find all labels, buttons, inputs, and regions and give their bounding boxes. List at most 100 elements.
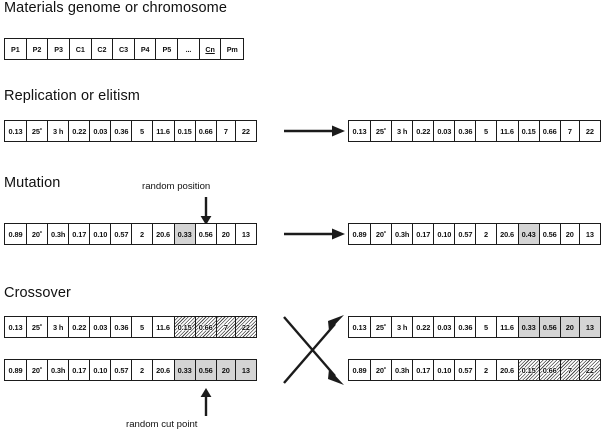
gene-cell: 2: [132, 360, 153, 380]
gene-cell-value: 0.66: [542, 365, 557, 375]
gene-cell: 0.10: [434, 224, 456, 244]
gene-cell: 0.66: [539, 360, 561, 380]
gene-cell: 0.3h: [48, 360, 70, 380]
gene-cell-value: 0.3h: [50, 365, 66, 375]
gene-cell: 25˚: [371, 317, 393, 337]
gene-cell: 0.56: [195, 360, 217, 380]
gene-cell: 0.3h: [48, 224, 70, 244]
random-position-arrow-icon: [199, 197, 213, 225]
gene-cell-value: 0.22: [416, 322, 431, 332]
gene-cell-value: 11.6: [156, 322, 170, 332]
gene-cell: 0.17: [413, 360, 435, 380]
gene-cell-value: 0.36: [458, 126, 473, 136]
replication-arrow-icon: [284, 124, 346, 138]
gene-cell-value: 0.03: [437, 126, 452, 136]
gene-cell-value: 0.15: [177, 322, 192, 332]
gene-cell: ...: [178, 39, 200, 59]
gene-cell: 0.3h: [392, 224, 414, 244]
gene-cell-value: 0.57: [114, 229, 129, 239]
gene-cell: 0.33: [174, 224, 196, 244]
gene-cell-value: 0.13: [352, 322, 367, 332]
gene-cell: 0.56: [539, 317, 561, 337]
gene-cell: 0.10: [90, 360, 112, 380]
gene-cell: 0.15: [174, 317, 196, 337]
gene-cell: 11.6: [152, 317, 175, 337]
gene-cell: 0.10: [90, 224, 112, 244]
gene-cell-value: C1: [75, 44, 85, 54]
gene-cell-value: 20˚: [375, 229, 387, 239]
gene-cell-value: 20˚: [31, 229, 43, 239]
gene-cell-value: 3 h: [396, 322, 408, 332]
gene-cell-value: 11.6: [156, 126, 170, 136]
gene-cell-value: 0.17: [72, 365, 87, 375]
gene-cell: 0.15: [174, 121, 196, 141]
gene-cell-value: 0.15: [177, 126, 192, 136]
gene-cell-value: 0.36: [114, 322, 129, 332]
gene-cell-value: 0.13: [8, 126, 23, 136]
gene-cell-value: 0.56: [198, 365, 213, 375]
gene-cell-value: 0.36: [114, 126, 129, 136]
gene-cell: 0.22: [69, 121, 91, 141]
gene-cell: 0.13: [5, 121, 28, 141]
gene-cell-value: 3 h: [52, 322, 64, 332]
gene-cell: 0.36: [111, 121, 133, 141]
gene-cell-value: 13: [241, 229, 250, 239]
gene-cell: 0.13: [349, 121, 372, 141]
gene-cell-value: Cn: [205, 44, 215, 54]
section-title-materials: Materials genome or chromosome: [4, 0, 228, 16]
gene-cell-value: 0.22: [416, 126, 431, 136]
gene-cell-value: 7: [567, 365, 572, 375]
gene-cell: 20: [216, 360, 236, 380]
gene-cell: 0.36: [455, 121, 477, 141]
gene-cell-value: 0.13: [352, 126, 367, 136]
gene-cell-value: 0.10: [437, 229, 452, 239]
gene-cell: 0.89: [349, 360, 372, 380]
gene-cell-value: 0.66: [198, 322, 213, 332]
gene-cell-value: 20˚: [375, 365, 387, 375]
gene-cell-value: 0.36: [458, 322, 473, 332]
gene-cell-value: P5: [162, 44, 172, 54]
random-position-label: random position: [142, 181, 211, 192]
gene-cell-value: 25˚: [375, 126, 387, 136]
gene-cell-value: 0.03: [437, 322, 452, 332]
gene-cell: 5: [132, 317, 153, 337]
gene-cell: 20.6: [152, 360, 175, 380]
gene-cell: 0.89: [5, 360, 28, 380]
gene-cell-value: 0.15: [521, 126, 536, 136]
gene-cell-value: 3 h: [52, 126, 64, 136]
gene-cell-value: 0.13: [8, 322, 23, 332]
gene-cell-value: 5: [139, 322, 144, 332]
gene-cell: 0.57: [111, 224, 133, 244]
gene-cell-value: 0.3h: [394, 365, 410, 375]
gene-cell: 0.03: [90, 121, 112, 141]
gene-cell-value: ...: [185, 44, 192, 54]
gene-cell: 0.66: [195, 317, 217, 337]
gene-cell: 20.6: [152, 224, 175, 244]
gene-cell: 3 h: [392, 317, 414, 337]
gene-cell-value: 20: [565, 229, 574, 239]
gene-cell: 0.89: [349, 224, 372, 244]
section-title-replication: Replication or elitism: [4, 88, 140, 104]
gene-cell: 7: [560, 121, 580, 141]
gene-cell-value: C2: [97, 44, 107, 54]
gene-cell-value: 0.33: [177, 229, 192, 239]
gene-cell: Pm: [221, 39, 244, 59]
gene-cell: 20: [216, 224, 236, 244]
gene-cell: 25˚: [371, 121, 393, 141]
gene-cell-value: 13: [585, 229, 594, 239]
gene-cell: 22: [579, 121, 600, 141]
gene-cell-value: 0.3h: [50, 229, 66, 239]
gene-cell-value: 0.56: [198, 229, 213, 239]
gene-cell-value: 0.17: [416, 229, 431, 239]
gene-cell-value: 0.15: [521, 365, 536, 375]
gene-cell: 2: [132, 224, 153, 244]
gene-cell: 0.57: [455, 360, 477, 380]
gene-cell: Cn: [199, 39, 222, 59]
gene-cell-value: 0.56: [542, 229, 557, 239]
gene-cell: 0.43: [518, 224, 540, 244]
gene-cell: 0.57: [455, 224, 477, 244]
